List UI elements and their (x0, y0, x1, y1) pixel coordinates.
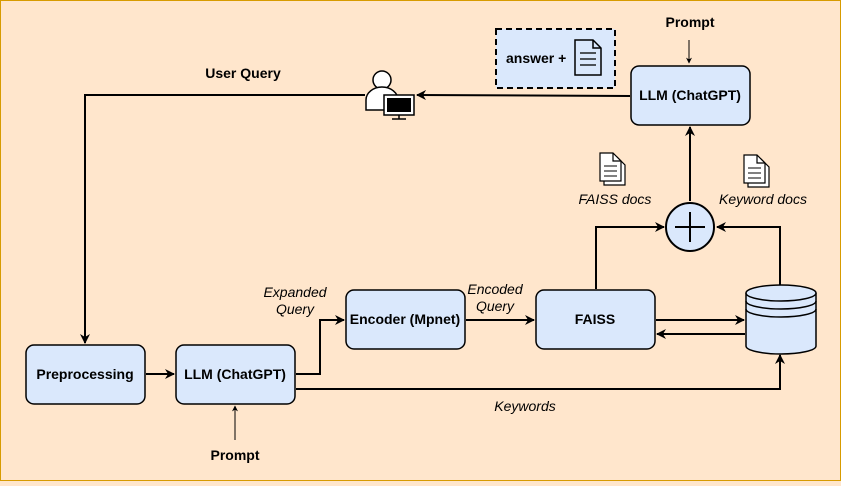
edge-faiss-docs (595, 222, 665, 289)
encoder-label: Encoder (Mpnet) (350, 311, 460, 327)
answer-box: answer + (495, 28, 616, 89)
faiss-label: FAISS (575, 311, 615, 327)
encoded-query-label-line2: Query (476, 298, 515, 314)
edge-keywords (296, 354, 785, 390)
faiss-node: FAISS (535, 289, 656, 350)
database-cylinder-icon (745, 284, 817, 355)
edge-keyword-docs (716, 222, 781, 285)
llm-bottom-label: LLM (ChatGPT) (184, 366, 286, 382)
edge-answer-to-user (416, 90, 631, 101)
faiss-docs-label: FAISS docs (579, 191, 652, 207)
plus-circle-icon (665, 202, 715, 252)
keyword-docs-icon (743, 154, 770, 188)
prompt-bottom-label: Prompt (211, 447, 260, 463)
llm-top-node: LLM (ChatGPT) (630, 65, 751, 126)
keyword-docs-label: Keyword docs (719, 191, 807, 207)
document-icon (574, 39, 602, 76)
faiss-docs-icon (599, 152, 626, 186)
prompt-top-label: Prompt (666, 14, 715, 30)
keywords-label: Keywords (494, 398, 555, 414)
answer-label: answer + (506, 50, 566, 66)
llm-top-label: LLM (ChatGPT) (639, 87, 741, 103)
expanded-query-label-line2: Query (276, 301, 315, 317)
edge-user-query (80, 94, 365, 344)
user-query-label: User Query (205, 65, 281, 81)
edge-expanded-query (296, 315, 345, 375)
encoder-node: Encoder (Mpnet) (345, 289, 466, 350)
user-with-computer-icon (365, 70, 415, 120)
expanded-query-label-line1: Expanded (263, 284, 327, 300)
preprocessing-label: Preprocessing (36, 366, 133, 382)
preprocessing-node: Preprocessing (25, 344, 146, 405)
llm-bottom-node: LLM (ChatGPT) (175, 344, 296, 405)
encoded-query-label-line1: Encoded (467, 281, 523, 297)
